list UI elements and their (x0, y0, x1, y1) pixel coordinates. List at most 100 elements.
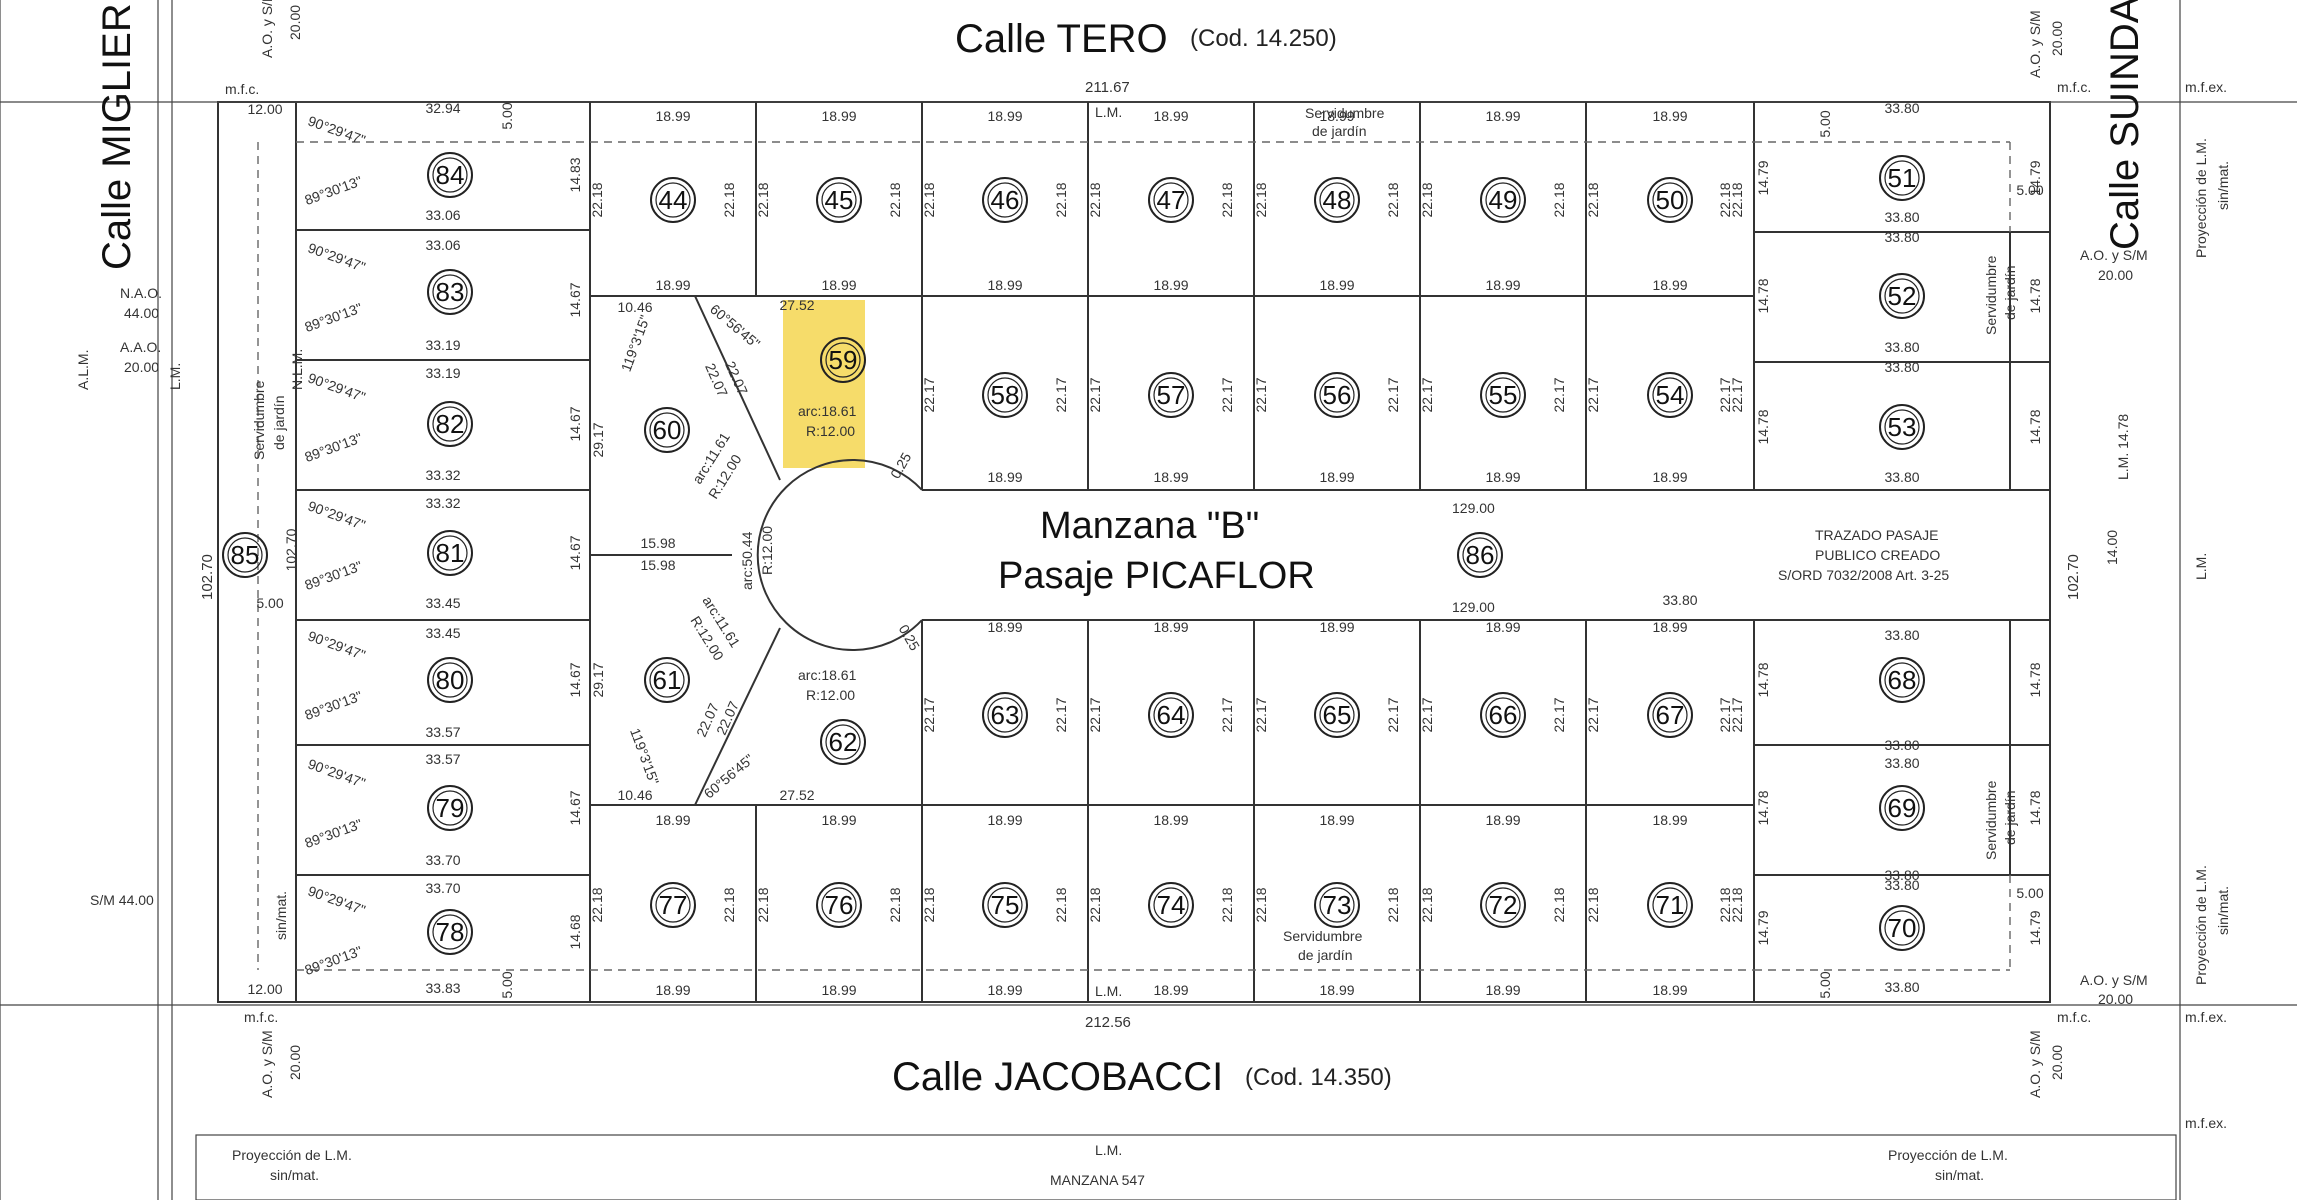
lot-circle-inner (1884, 910, 1920, 946)
lot-circle-outer (1879, 657, 1925, 703)
dimension-label: 22.17 (1053, 377, 1069, 412)
dimension-label: 90°29'47" (306, 498, 368, 534)
lot-circle-inner (987, 697, 1023, 733)
passage-name: Pasaje PICAFLOR (998, 555, 1315, 597)
lot-51: 51 (1879, 155, 1925, 201)
lot-number: 85 (231, 540, 260, 570)
dimension-label: 18.99 (987, 619, 1022, 635)
dimension-label: 12.00 (247, 101, 282, 117)
lot-circle-outer (1647, 692, 1693, 738)
lot-number: 63 (991, 700, 1020, 730)
dimension-label: 22.18 (1219, 182, 1235, 217)
dimension-label: 22.17 (1419, 377, 1435, 412)
dimension-label: 102.70 (283, 528, 299, 571)
lot-number: 52 (1888, 281, 1917, 311)
dimension-label: 33.80 (1884, 100, 1919, 116)
label-44: 44.00 (124, 305, 159, 321)
dimension-label: 14.78 (1755, 278, 1771, 313)
lot-circle-outer (1879, 404, 1925, 450)
dimension-label: 22.17 (1419, 697, 1435, 732)
label-r-59: R:12.00 (806, 423, 855, 439)
dimension-label: 119°3'15" (627, 726, 662, 787)
lot-50: 50 (1647, 177, 1693, 223)
lot-circle-inner (1485, 697, 1521, 733)
lot-70: 70 (1879, 905, 1925, 951)
lot-number: 61 (653, 665, 682, 695)
lot-number: 64 (1157, 700, 1186, 730)
dimension-label: 18.99 (1652, 619, 1687, 635)
street-south-code: (Cod. 14.350) (1245, 1064, 1392, 1091)
lot-number: 73 (1323, 890, 1352, 920)
dimension-label: 90°29'47" (306, 370, 368, 406)
dimension-label: 14.67 (567, 662, 583, 697)
lot-circle-outer (1879, 905, 1925, 951)
lot-circle-outer (1480, 882, 1526, 928)
dimension-label: 90°29'47" (306, 883, 368, 919)
label-dejardin-east: de jardín (2002, 266, 2018, 320)
dimension-label: 22.17 (1551, 697, 1567, 732)
lot-71: 71 (1647, 882, 1693, 928)
label-nao: N.A.O. (120, 285, 162, 301)
lot-circle-outer (427, 785, 473, 831)
lot-48: 48 (1314, 177, 1360, 223)
dimension-label: 5.00 (1817, 110, 1833, 137)
dimension-label: 15.98 (640, 557, 675, 573)
dimension-label: 22.18 (887, 182, 903, 217)
dimension-label: 22.18 (1385, 887, 1401, 922)
dimension-label: 18.99 (1485, 982, 1520, 998)
lot-circle-inner (1652, 377, 1688, 413)
lot-circle-inner (655, 887, 691, 923)
dimension-label: 18.99 (987, 982, 1022, 998)
lot-69: 69 (1879, 785, 1925, 831)
dimension-label: 22.17 (1385, 697, 1401, 732)
dimension-label: 33.80 (1884, 979, 1919, 995)
dimension-label: 22.18 (1053, 887, 1069, 922)
dimension-label: 90°29'47" (306, 628, 368, 664)
label-servidumbre-top: Servidumbre (1305, 105, 1385, 121)
lot-circle-outer (982, 372, 1028, 418)
lot-circle-outer (1647, 372, 1693, 418)
label-servidumbre-east: Servidumbre (1983, 255, 1999, 335)
lot-circle-outer (1314, 372, 1360, 418)
street-east-name: Calle SUINDA (2103, 0, 2147, 250)
label-mfc-ne: m.f.c. (2057, 79, 2091, 95)
dimension-label: 33.83 (425, 980, 460, 996)
dimension-label: 14.78 (1755, 790, 1771, 825)
dimension-label: 18.99 (987, 108, 1022, 124)
lot-83: 83 (427, 269, 473, 315)
dim-top-total: 211.67 (1085, 79, 1130, 96)
label-lm-1478: L.M. 14.78 (2115, 414, 2131, 480)
lot-number: 54 (1656, 380, 1685, 410)
label-20-west: 20.00 (124, 359, 159, 375)
dimension-label: 5.00 (256, 595, 283, 611)
dimension-label: 90°29'47" (306, 756, 368, 792)
dimension-label: 18.99 (1485, 812, 1520, 828)
label-lm-bottom: L.M. (1095, 983, 1122, 999)
lot-number: 81 (436, 538, 465, 568)
lot-circle-inner (1319, 887, 1355, 923)
lot-number: 60 (653, 415, 682, 445)
dimension-label: 33.19 (425, 365, 460, 381)
label-servidumbre-se: Servidumbre (1983, 780, 1999, 860)
label-20-nw: 20.00 (287, 5, 303, 40)
label-arc-59: arc:18.61 (798, 403, 857, 419)
label-proy-lm-east: Proyección de L.M. (1888, 1147, 2008, 1163)
lot-78: 78 (427, 909, 473, 955)
passage-note-3: S/ORD 7032/2008 Art. 3-25 (1778, 567, 1949, 583)
label-proy-lm-ne: Proyección de L.M. (2193, 138, 2209, 258)
lot-circle-outer (1148, 692, 1194, 738)
label-sm44: S/M 44.00 (90, 892, 154, 908)
lot-64: 64 (1148, 692, 1194, 738)
dimension-label: 14.68 (567, 914, 583, 949)
lot-circle-outer (427, 909, 473, 955)
lot-circle-inner (1153, 887, 1189, 923)
lot-circle-inner (432, 662, 468, 698)
dimension-label: 18.99 (1652, 277, 1687, 293)
label-servidumbre-west: Servidumbre (251, 380, 267, 460)
dimension-label: 14.79 (1755, 160, 1771, 195)
lot-circle-inner (1485, 377, 1521, 413)
dimension-label: 22.17 (1585, 697, 1601, 732)
lot-63: 63 (982, 692, 1028, 738)
dimension-label: 22.18 (589, 182, 605, 217)
